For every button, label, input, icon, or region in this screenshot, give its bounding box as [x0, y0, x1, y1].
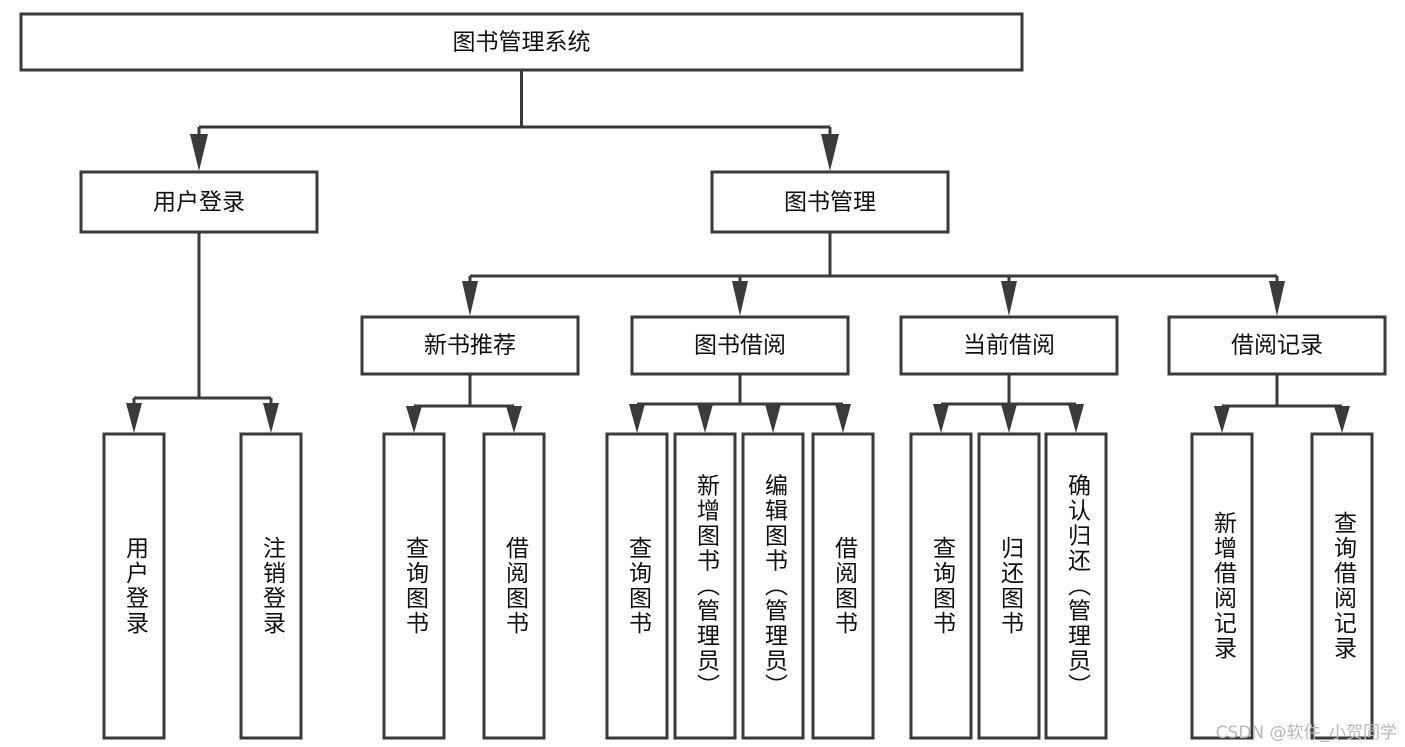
- leaf-user-login[interactable]: 用户登录: [102, 432, 166, 740]
- node-book-manage-label: 图书管理: [784, 190, 876, 216]
- leaf-borrow-book-2-label: 借阅图书: [831, 536, 859, 636]
- node-new-book-rec-label: 新书推荐: [424, 333, 516, 359]
- leaf-logout[interactable]: 注销登录: [239, 432, 303, 740]
- node-current-borrow[interactable]: 当前借阅: [899, 315, 1119, 376]
- leaf-add-record-label: 新增借阅记录: [1210, 511, 1238, 661]
- leaf-query-record-box[interactable]: [1310, 432, 1374, 740]
- leaf-query-book-1[interactable]: 查询图书: [382, 432, 446, 740]
- leaf-query-book-2-box[interactable]: [605, 432, 669, 740]
- leaf-confirm-return-label: 确认归还（管理员）: [1064, 474, 1092, 699]
- leaf-query-book-2-label: 查询图书: [625, 536, 653, 636]
- leaf-add-book[interactable]: 新增图书（管理员）: [673, 432, 737, 740]
- arrowhead-user-login: [190, 134, 208, 171]
- node-user-login-label: 用户登录: [153, 190, 245, 216]
- leaf-return-book-box[interactable]: [977, 432, 1041, 740]
- arrowhead-current-borrow: [1001, 281, 1017, 316]
- node-book-borrow[interactable]: 图书借阅: [630, 315, 850, 376]
- leaf-edit-book-box[interactable]: [741, 432, 805, 740]
- node-new-book-rec[interactable]: 新书推荐: [360, 315, 580, 376]
- leaf-add-book-label: 新增图书（管理员）: [693, 474, 721, 699]
- arrowhead-book-borrow: [732, 281, 748, 316]
- leaf-borrow-book-1[interactable]: 借阅图书: [482, 432, 546, 740]
- leaf-borrow-book-1-label: 借阅图书: [502, 536, 530, 636]
- arrowhead-borrow-record: [1269, 281, 1285, 316]
- leaf-confirm-return-box[interactable]: [1044, 432, 1108, 740]
- arrowhead-leaf-borrow-book-2: [835, 404, 851, 433]
- arrowhead-leaf-borrow-book-1: [506, 406, 522, 433]
- arrowhead-leaf-user-login: [126, 403, 142, 433]
- node-book-manage-box[interactable]: [710, 170, 950, 234]
- node-user-login[interactable]: 用户登录: [79, 170, 319, 234]
- node-root-box[interactable]: [19, 12, 1024, 72]
- leaf-confirm-return[interactable]: 确认归还（管理员）: [1044, 432, 1108, 740]
- node-book-borrow-box[interactable]: [630, 315, 850, 376]
- arrowhead-leaf-logout: [263, 403, 279, 433]
- leaf-user-login-box[interactable]: [102, 432, 166, 740]
- leaf-edit-book[interactable]: 编辑图书（管理员）: [741, 432, 805, 740]
- leaf-logout-label: 注销登录: [259, 536, 287, 636]
- leaf-query-record[interactable]: 查询借阅记录: [1310, 432, 1374, 740]
- arrowhead-leaf-query-book-3: [933, 404, 949, 433]
- leaf-logout-box[interactable]: [239, 432, 303, 740]
- node-current-borrow-label: 当前借阅: [963, 333, 1055, 359]
- leaf-add-record-box[interactable]: [1190, 432, 1254, 740]
- leaf-query-record-label: 查询借阅记录: [1330, 511, 1358, 661]
- leaf-query-book-3-label: 查询图书: [929, 536, 957, 636]
- leaf-user-login-label: 用户登录: [122, 536, 150, 636]
- leaf-borrow-book-2[interactable]: 借阅图书: [811, 432, 875, 740]
- connector-layer: [126, 70, 1350, 433]
- node-borrow-record-label: 借阅记录: [1231, 333, 1323, 359]
- node-book-borrow-label: 图书借阅: [694, 333, 786, 359]
- leaf-borrow-book-2-box[interactable]: [811, 432, 875, 740]
- leaf-return-book[interactable]: 归还图书: [977, 432, 1041, 740]
- node-current-borrow-box[interactable]: [899, 315, 1119, 376]
- leaf-edit-book-label: 编辑图书（管理员）: [761, 474, 789, 699]
- leaf-borrow-book-1-box[interactable]: [482, 432, 546, 740]
- leaf-query-book-3-box[interactable]: [909, 432, 973, 740]
- leaf-add-book-box[interactable]: [673, 432, 737, 740]
- arrowhead-leaf-query-book-2: [629, 404, 645, 433]
- leaf-query-book-1-label: 查询图书: [402, 536, 430, 636]
- node-root[interactable]: 图书管理系统: [19, 12, 1024, 72]
- node-user-login-box[interactable]: [79, 170, 319, 234]
- arrowhead-leaf-confirm-return: [1068, 404, 1084, 433]
- arrowhead-leaf-query-record: [1334, 406, 1350, 433]
- node-borrow-record[interactable]: 借阅记录: [1167, 315, 1387, 376]
- arrowhead-leaf-query-book-1: [406, 406, 422, 433]
- leaf-query-book-2[interactable]: 查询图书: [605, 432, 669, 740]
- node-new-book-rec-box[interactable]: [360, 315, 580, 376]
- arrowhead-leaf-edit-book: [765, 404, 781, 433]
- leaf-query-book-3[interactable]: 查询图书: [909, 432, 973, 740]
- arrowhead-leaf-add-book: [697, 404, 713, 433]
- node-root-label: 图书管理系统: [453, 30, 591, 56]
- arrowhead-leaf-return-book: [1001, 404, 1017, 433]
- node-book-manage[interactable]: 图书管理: [710, 170, 950, 234]
- leaf-return-book-label: 归还图书: [997, 536, 1025, 636]
- leaf-query-book-1-box[interactable]: [382, 432, 446, 740]
- leaf-add-record[interactable]: 新增借阅记录: [1190, 432, 1254, 740]
- arrowhead-new-book-rec: [462, 281, 478, 316]
- arrowhead-leaf-add-record: [1214, 406, 1230, 433]
- arrowhead-book-manage: [821, 134, 839, 171]
- node-borrow-record-box[interactable]: [1167, 315, 1387, 376]
